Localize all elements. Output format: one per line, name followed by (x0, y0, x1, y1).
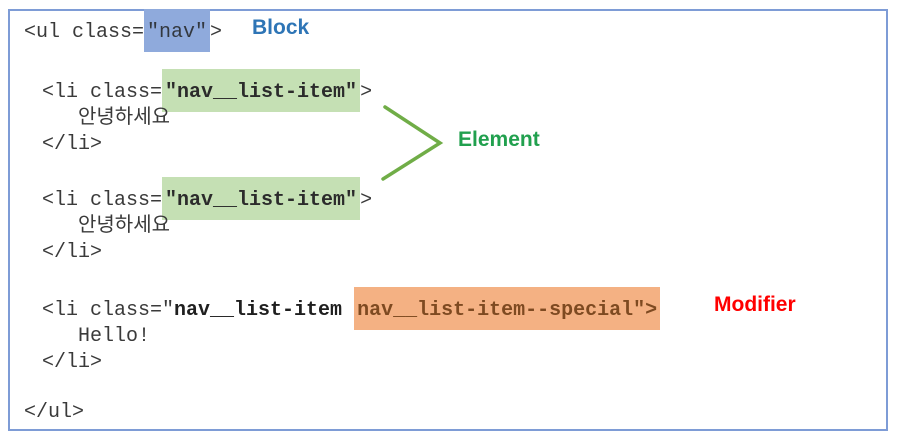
element-bracket-icon (381, 105, 444, 181)
bem-element-class-token: nav__list-item (174, 299, 343, 322)
code-line-ul-open: <ul class="nav"> (24, 9, 223, 52)
code-line-ul-close: </ul> (24, 401, 85, 424)
block-label: Block (252, 16, 310, 39)
code-text: <ul class= (24, 21, 145, 44)
code-panel: <ul class="nav"> <li class="nav__list-it… (8, 9, 888, 431)
code-text: > (360, 189, 373, 212)
bem-element-token: "nav__list-item" (162, 177, 361, 220)
code-text (342, 299, 354, 322)
code-line-li3-close: </li> (42, 351, 103, 374)
code-line-li2-content: 안녕하세요 (78, 215, 170, 238)
code-line-li2-close: </li> (42, 241, 103, 264)
code-line-li1-content: 안녕하세요 (78, 107, 170, 130)
code-text: <li class=" (42, 299, 175, 322)
code-line-li3-content: Hello! (78, 325, 151, 348)
code-text: > (360, 81, 373, 104)
code-line-li3-open: <li class="nav__list-item nav__list-item… (42, 287, 661, 330)
bem-block-token: "nav" (144, 9, 211, 52)
code-line-li1-close: </li> (42, 133, 103, 156)
bem-modifier-token: nav__list-item--special"> (354, 287, 661, 330)
modifier-label: Modifier (714, 293, 796, 316)
code-text: > (210, 21, 223, 44)
code-line-li1-open: <li class="nav__list-item"> (42, 69, 373, 112)
code-line-li2-open: <li class="nav__list-item"> (42, 177, 373, 220)
code-text: <li class= (42, 81, 163, 104)
code-text: <li class= (42, 189, 163, 212)
bem-element-token: "nav__list-item" (162, 69, 361, 112)
element-label: Element (458, 128, 540, 151)
